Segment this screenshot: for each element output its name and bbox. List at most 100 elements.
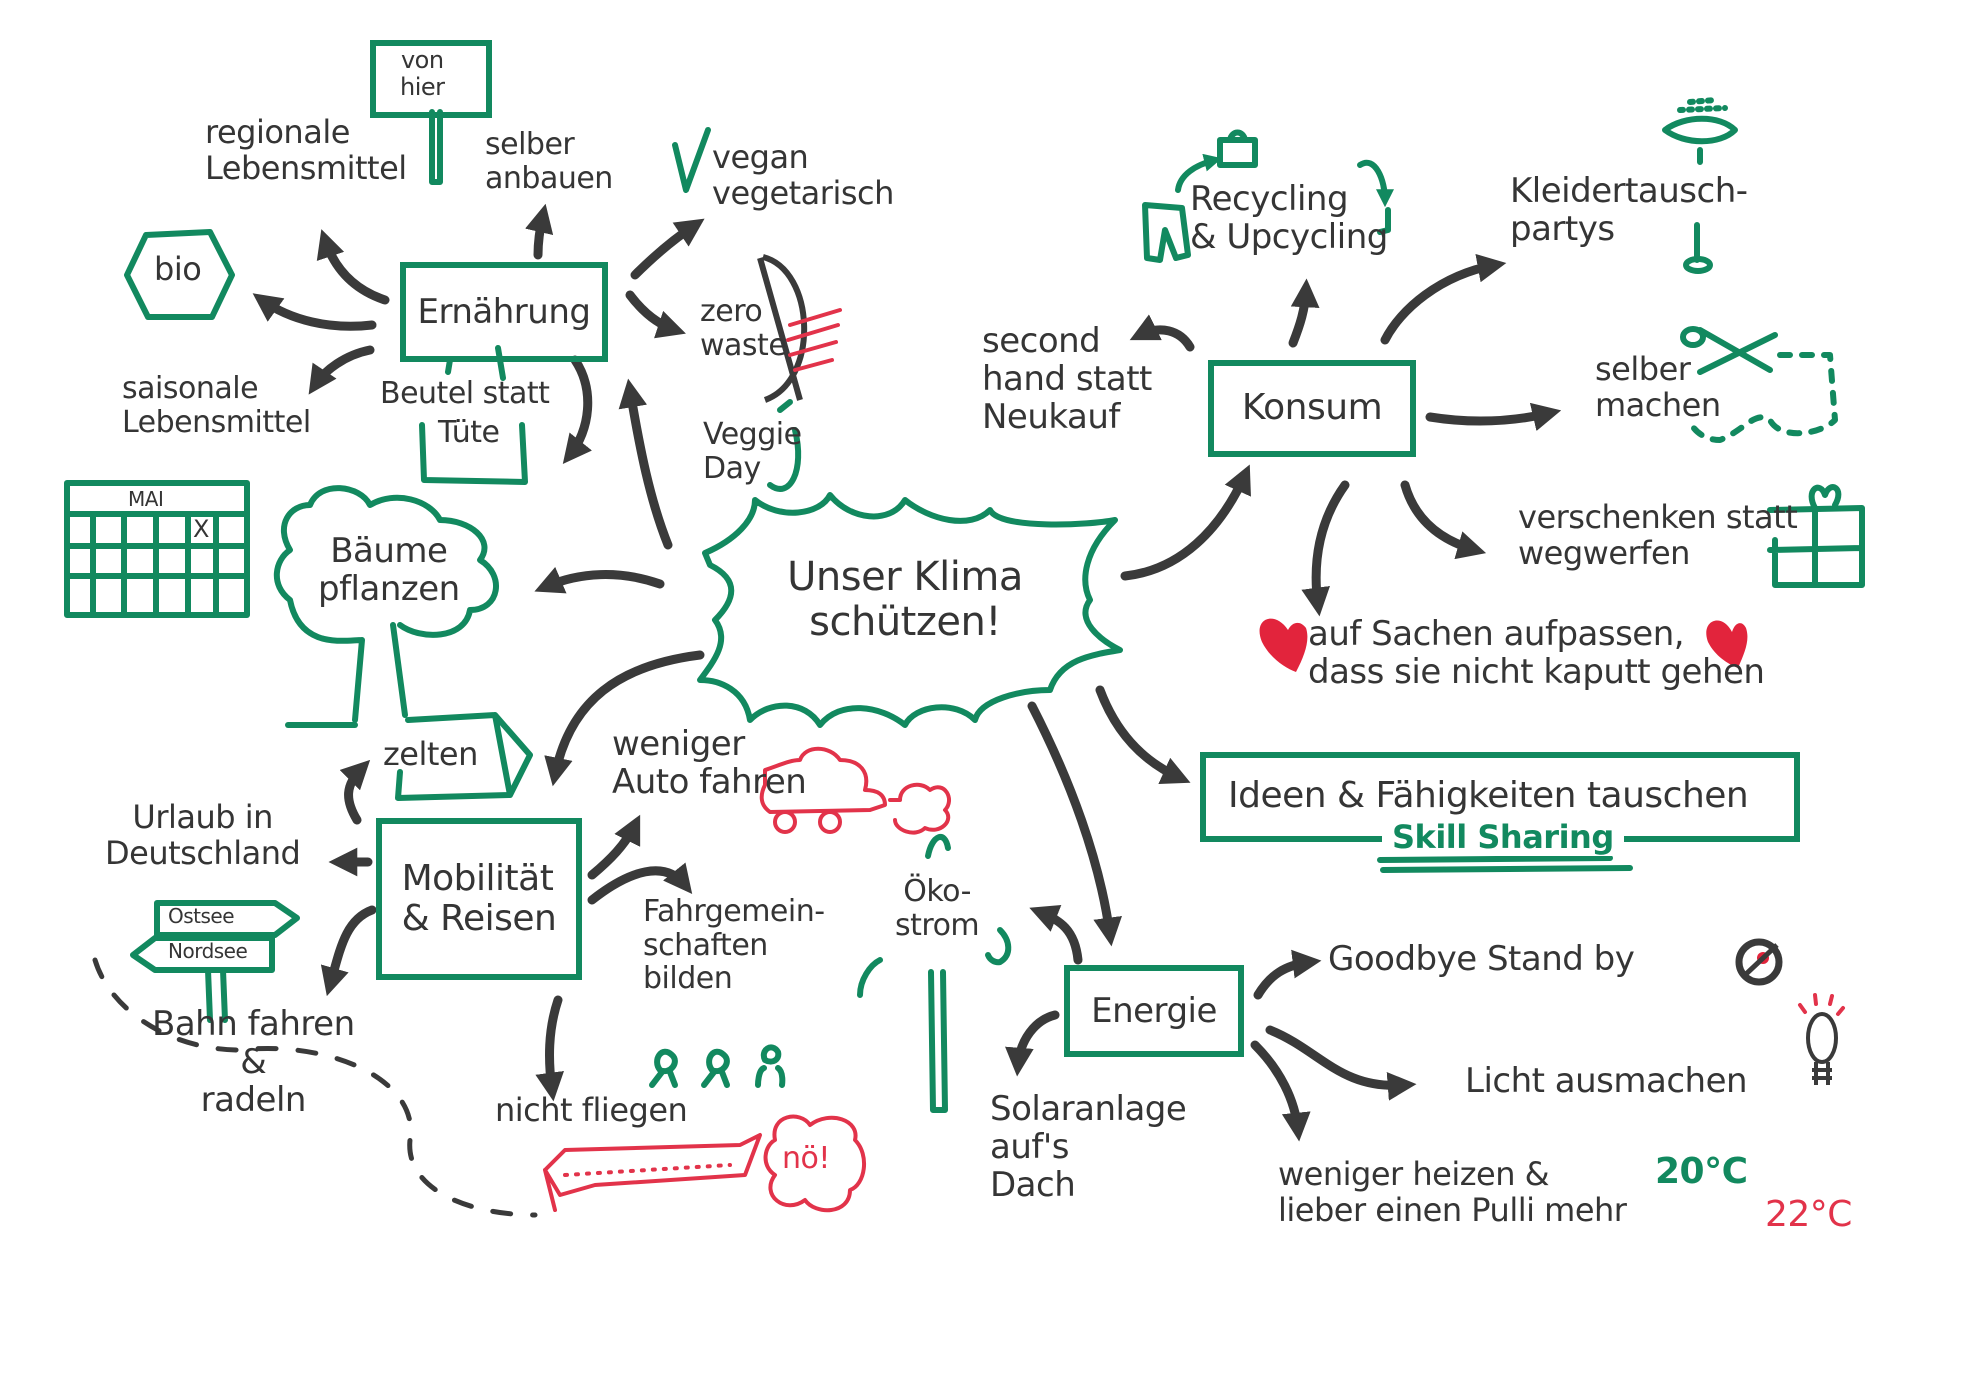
zero-waste-stripes [786, 308, 842, 372]
oekostrom-label: Öko- strom [895, 874, 980, 943]
veggie-day-connector [767, 399, 802, 492]
dashed-route [92, 957, 538, 1218]
carpool-people-icon [649, 1044, 786, 1088]
car-icon [759, 746, 951, 835]
hub-mobilitaet-label: Mobilität & Reisen [401, 857, 557, 939]
beutel-label: Beutel statt [380, 376, 550, 411]
noe-cloud-icon [763, 1114, 867, 1213]
arrow-mob-fahrgem [587, 862, 693, 905]
verschenken-label: verschenken statt wegwerfen [1518, 498, 1798, 572]
regional-label: regionale Lebensmittel [205, 113, 407, 187]
wind-turbine-icon [857, 834, 1012, 1113]
calendar-month: MAI [128, 487, 164, 511]
center-title: Unser Klima schützen! [787, 554, 1023, 645]
fahrgemeinschaften-label: Fahrgemein- schaften bilden [643, 894, 825, 997]
tuete-bag-icon [419, 345, 528, 485]
urlaub-label: Urlaub in Deutschland [105, 798, 301, 872]
heizen-label: weniger heizen & lieber einen Pulli mehr [1278, 1155, 1627, 1229]
arrow-ern-vegan [630, 218, 705, 280]
saisonal-label: saisonale Lebensmittel [122, 371, 311, 440]
tree-icon [273, 485, 499, 723]
arrow-ern-beutel [562, 355, 593, 465]
arrow-energie-standby [1253, 949, 1322, 1000]
standby-icon [1735, 938, 1783, 986]
arrow-energie-solar [1005, 1010, 1060, 1077]
sign-ostsee[interactable]: Ostsee [168, 904, 235, 928]
hub-energie-label: Energie [1091, 990, 1217, 1031]
hub-konsum[interactable]: Konsum [1208, 360, 1416, 457]
skill-sharing-label: Skill Sharing [1382, 819, 1624, 856]
signpost-icon [130, 900, 300, 1023]
arrow-energie-licht [1265, 1025, 1417, 1101]
bio-hexagon [124, 229, 235, 320]
arrow-center-konsum [1120, 464, 1251, 581]
tent-icon [395, 712, 533, 801]
arrow-center-ideen [1095, 685, 1191, 785]
zelten-label: zelten [383, 735, 478, 773]
nicht-fliegen-label: nicht fliegen [495, 1091, 688, 1129]
gift-icon [1767, 484, 1865, 588]
veggie-day-label: Veggie Day [703, 417, 802, 486]
aufpassen-label: auf Sachen aufpassen, dass sie nicht kap… [1308, 614, 1765, 693]
arrow-center-baeume [534, 566, 665, 594]
cocktail-glass-icon [1662, 97, 1738, 274]
arrow-konsum-selber [1425, 402, 1562, 431]
light-bulb-icon [1798, 993, 1845, 1085]
hub-mobilitaet[interactable]: Mobilität & Reisen [376, 818, 582, 980]
vegan-check-icon [672, 127, 711, 193]
temp-bad-label: 22°C [1765, 1194, 1852, 1235]
airplane-icon [543, 1133, 762, 1212]
arrow-konsum-verschenken [1400, 480, 1487, 560]
recycling-icons [1142, 129, 1394, 263]
calendar-mark: X [193, 515, 209, 543]
scissors-icon [1680, 326, 1838, 443]
arrow-ern-selber [525, 203, 554, 260]
heart-icon-right [1706, 620, 1748, 668]
arrow-konsum-kleider [1380, 253, 1507, 345]
second-hand-label: second hand statt Neukauf [982, 321, 1152, 438]
zero-waste-label: zero waste [700, 294, 787, 363]
standby-label: Goodbye Stand by [1328, 939, 1635, 979]
hub-ernaehrung-label: Ernährung [417, 291, 591, 332]
zero-waste-icon [757, 254, 808, 403]
arrow-konsum-second [1129, 314, 1195, 352]
arrow-konsum-recycling [1288, 278, 1320, 348]
kleidertausch-label: Kleidertausch- partys [1510, 171, 1748, 250]
arrow-ern-regional [316, 229, 390, 305]
hub-ernaehrung[interactable]: Ernährung [400, 262, 608, 362]
arrow-mob-auto [587, 814, 641, 880]
center-starburst [697, 492, 1123, 728]
tuete-label: Tüte [438, 415, 500, 450]
hub-energie[interactable]: Energie [1064, 965, 1244, 1057]
vegan-label: vegan vegetarisch [712, 138, 894, 212]
arrow-mob-fliegen [535, 995, 564, 1102]
hub-konsum-label: Konsum [1241, 387, 1383, 429]
solar-label: Solaranlage auf's Dach [990, 1089, 1187, 1206]
baeume-label: Bäume pflanzen [318, 531, 460, 610]
arrow-ern-zero [625, 290, 686, 339]
calendar-icon [64, 480, 250, 618]
arrow-ern-bio [252, 293, 377, 331]
von-hier-sign [370, 40, 492, 118]
noe-label: nö! [782, 1141, 830, 1176]
arrow-mob-bahn [320, 905, 377, 997]
temp-good-label: 20°C [1655, 1151, 1748, 1192]
licht-label: Licht ausmachen [1465, 1061, 1748, 1101]
arrow-center-ernaehrung [618, 378, 673, 550]
weniger-auto-label: weniger Auto fahren [612, 724, 807, 803]
selber-machen-label: selber machen [1595, 350, 1721, 424]
arrow-energie-heizen [1250, 1040, 1311, 1142]
heart-icon-left [1259, 618, 1308, 672]
arrow-mob-zelten [339, 759, 371, 825]
sign-nordsee[interactable]: Nordsee [168, 939, 248, 963]
arrow-center-energie [1027, 701, 1122, 947]
bio-label: bio [154, 250, 202, 288]
hub-ideen-label: Ideen & Fähigkeiten tauschen [1228, 775, 1749, 816]
arrow-konsum-aufpassen [1301, 480, 1350, 617]
arrow-center-mobilitaet [544, 650, 705, 787]
arrow-ern-saisonal [308, 345, 375, 395]
arrow-energie-oeko [1029, 905, 1083, 965]
von-hier-post [429, 109, 443, 185]
selber-anbauen-label: selber anbauen [485, 127, 613, 196]
